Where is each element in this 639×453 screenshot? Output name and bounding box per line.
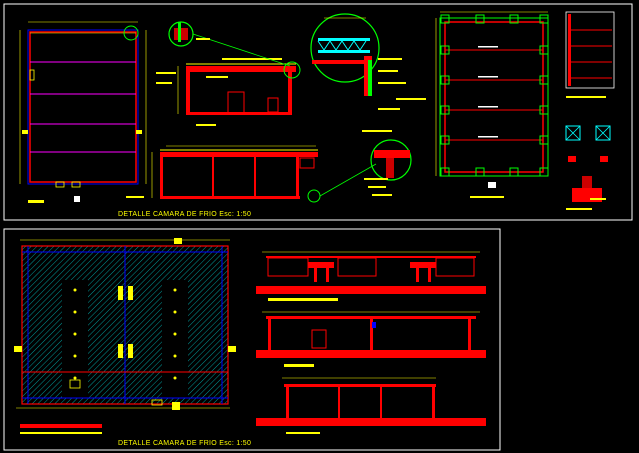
bottom-sheet: DETALLE CAMARA DE FRIO Esc: 1:50 bbox=[3, 228, 501, 451]
bottom-sheet-frame bbox=[3, 228, 501, 451]
section-elevation-top bbox=[156, 58, 301, 126]
section-long-top bbox=[151, 145, 377, 203]
elevation-1 bbox=[256, 251, 486, 301]
hatched-floor-plan bbox=[14, 238, 236, 434]
elevation-2 bbox=[256, 311, 486, 367]
top-sheet: DETALLE CAMARA DE FRIO Esc: 1:50 bbox=[3, 3, 633, 221]
top-sheet-frame bbox=[3, 3, 633, 221]
detail-circle-small bbox=[168, 21, 291, 67]
top-sheet-caption: DETALLE CAMARA DE FRIO Esc: 1:50 bbox=[118, 211, 251, 218]
detail-circle-truss bbox=[310, 13, 426, 132]
floor-plan-left bbox=[19, 21, 147, 203]
detail-column-right bbox=[565, 11, 615, 210]
elevation-3 bbox=[256, 377, 486, 434]
detail-circle-floor bbox=[364, 139, 412, 196]
bottom-sheet-caption: DETALLE CAMARA DE FRIO Esc: 1:50 bbox=[118, 440, 251, 447]
floor-plan-right bbox=[435, 11, 549, 198]
